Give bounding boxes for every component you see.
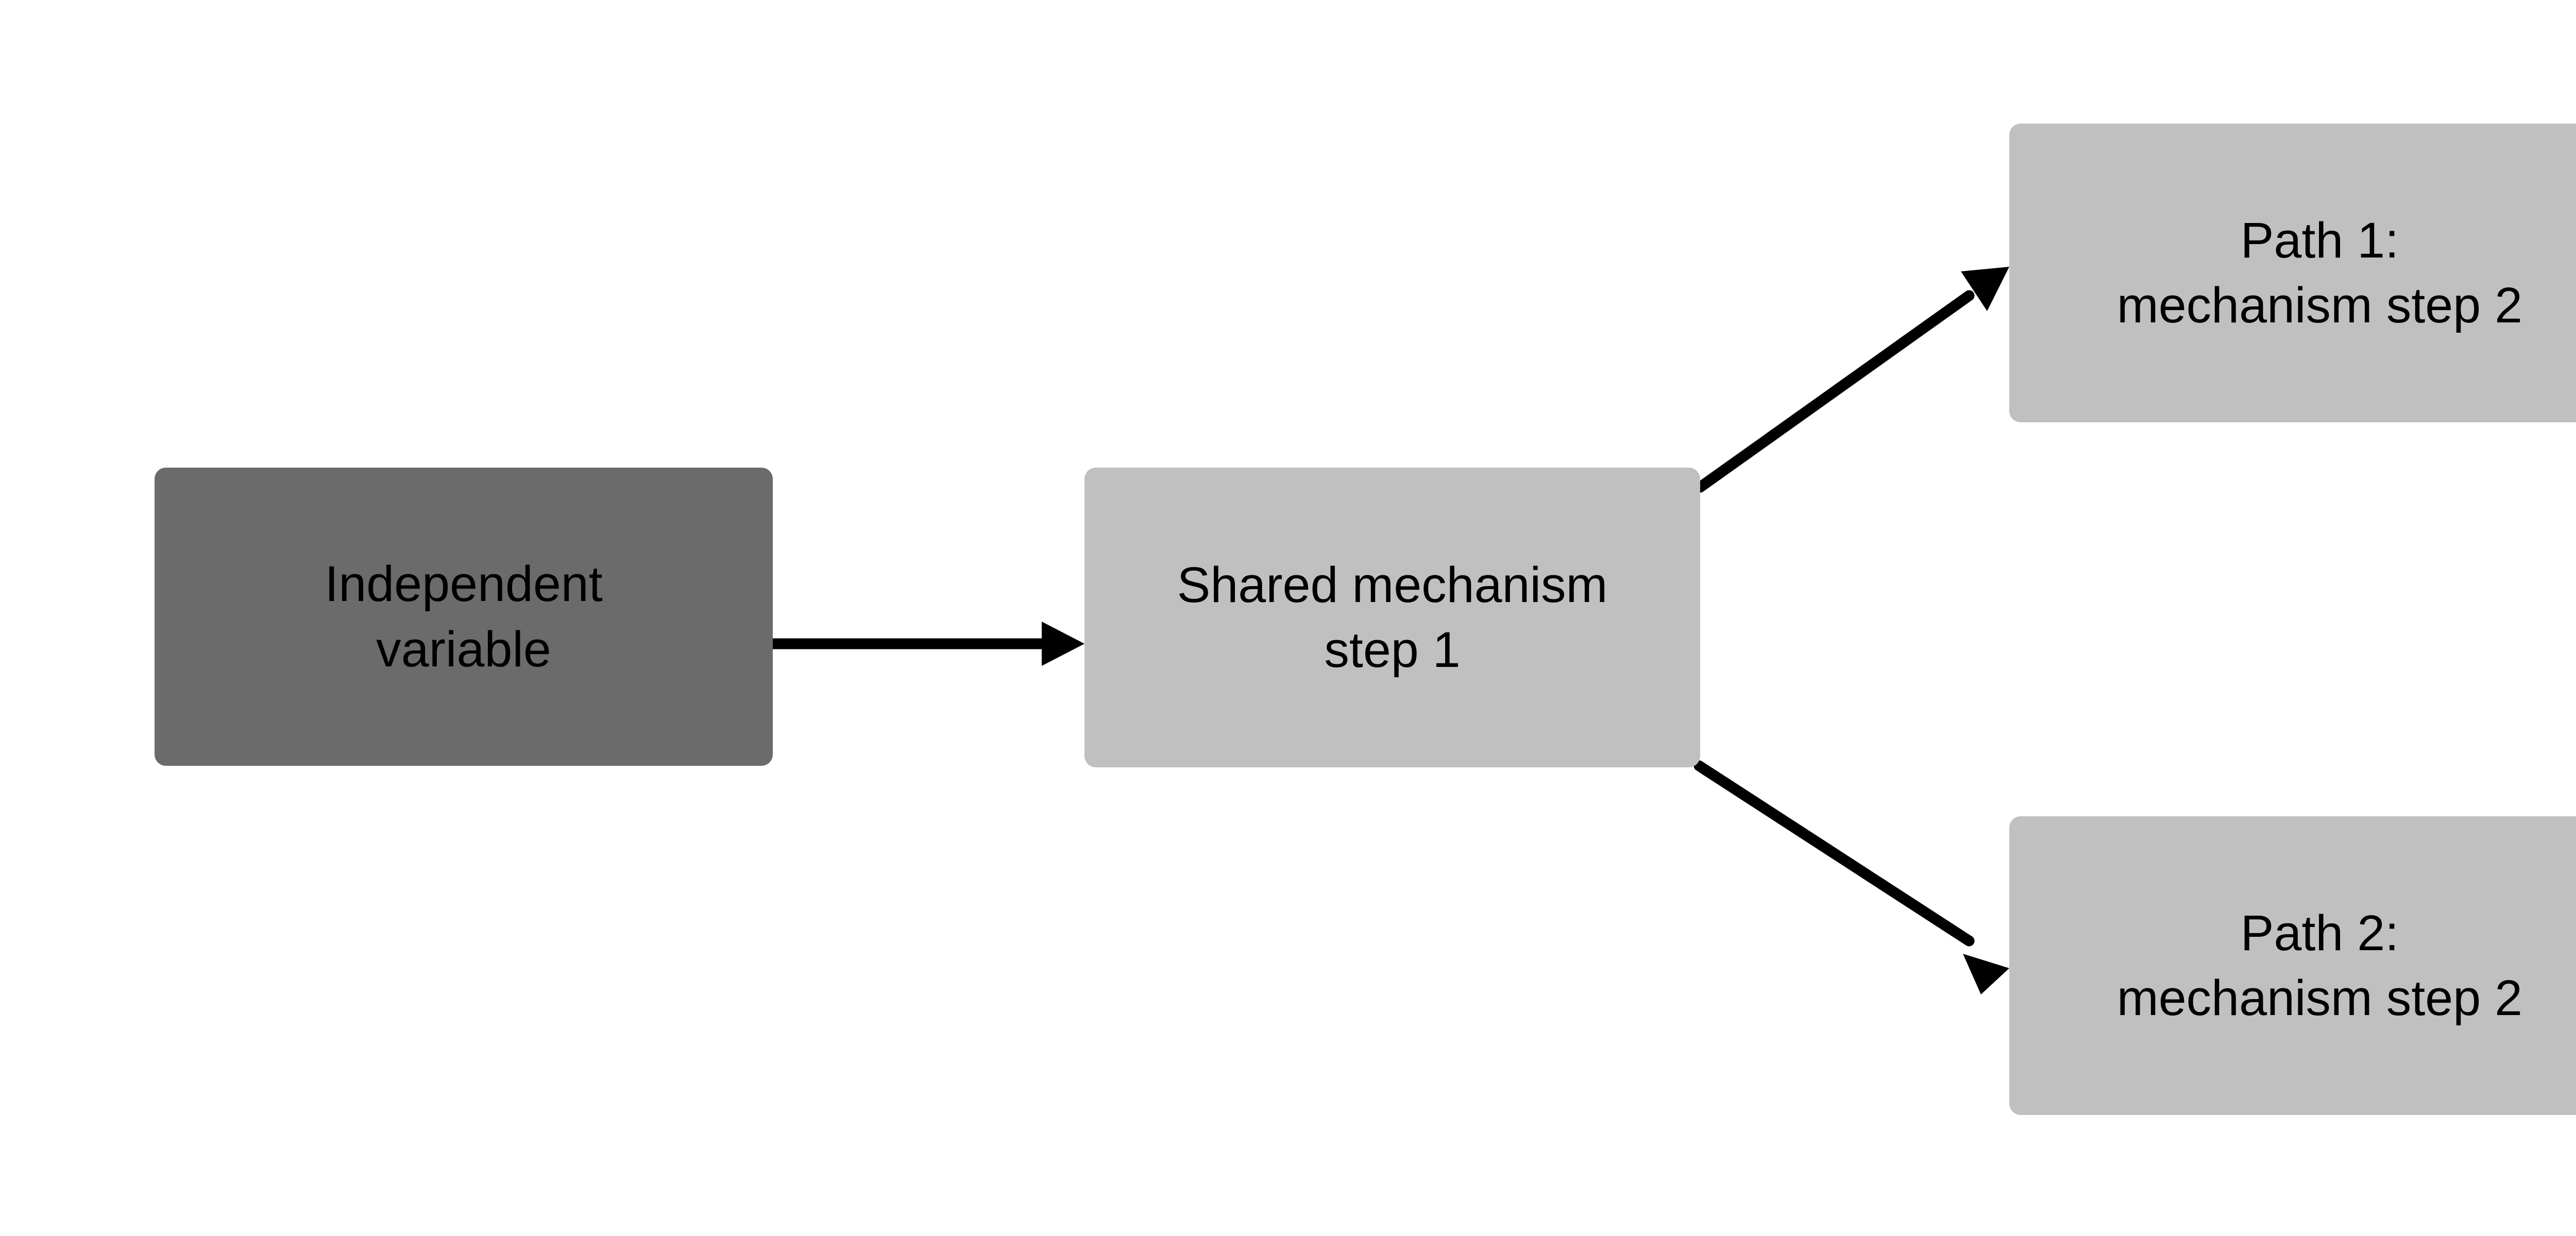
arrowhead-icon-independent-to-shared (1042, 622, 1084, 666)
edge-shared-to-path2 (1693, 760, 2009, 994)
arrowhead-icon-shared-to-path2 (1963, 954, 2009, 994)
node-label-shared-mechanism-step-1: Shared mechanism step 1 (1177, 556, 1608, 678)
edge-independent-to-shared (767, 622, 1084, 666)
edge-line-shared-to-path2 (1693, 760, 1975, 947)
node-label-path-2-mechanism-step-2: Path 2: mechanism step 2 (2116, 904, 2523, 1026)
node-label-path-1-mechanism-step-2: Path 1: mechanism step 2 (2116, 212, 2523, 333)
node-shared-mechanism-step-1[interactable]: Shared mechanism step 1 (1084, 468, 1700, 767)
node-path-1-mechanism-step-2[interactable]: Path 1: mechanism step 2 (2009, 124, 2576, 422)
node-label-independent-variable: Independent variable (325, 556, 603, 677)
edge-line-shared-to-path1 (1694, 290, 1975, 493)
node-independent-variable[interactable]: Independent variable (155, 468, 773, 766)
node-path-2-mechanism-step-2[interactable]: Path 2: mechanism step 2 (2009, 816, 2576, 1115)
arrowhead-icon-shared-to-path1 (1961, 267, 2009, 311)
edge-shared-to-path1 (1694, 267, 2009, 493)
